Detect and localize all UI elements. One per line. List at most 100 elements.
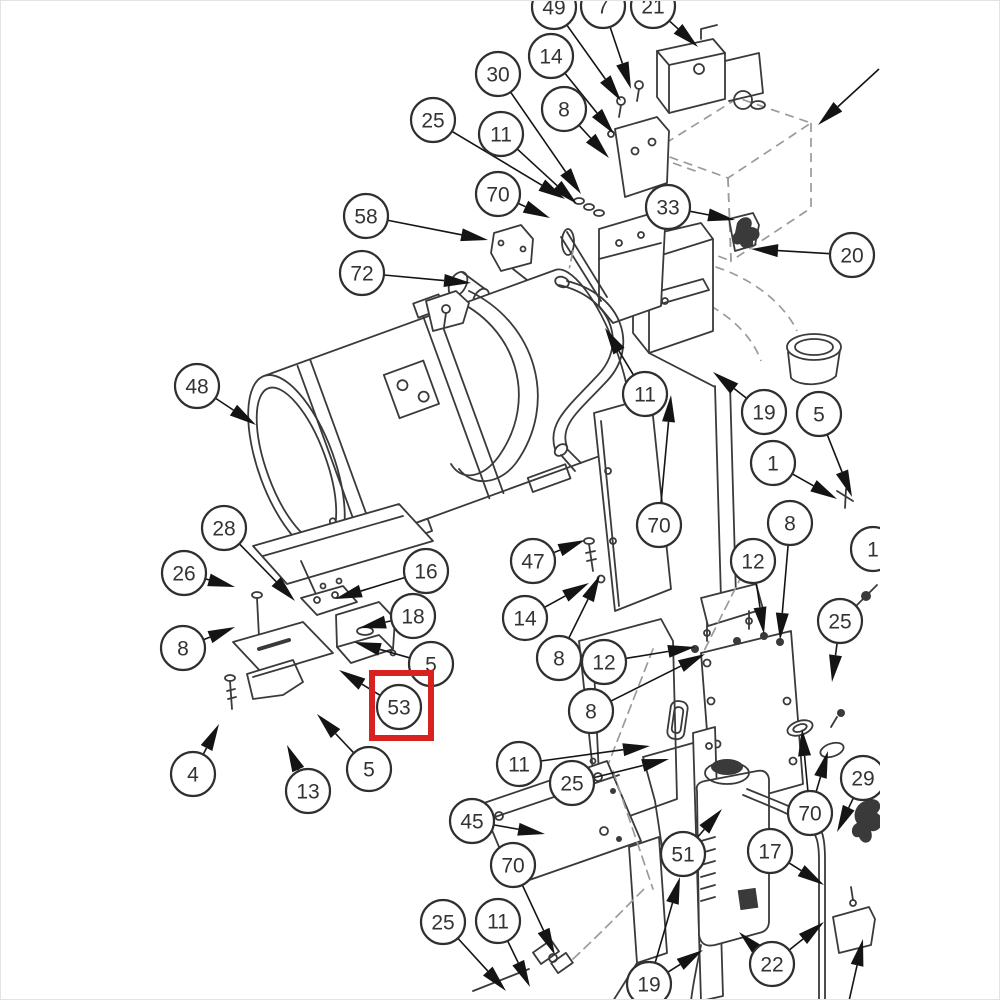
callout-number: 8 [784, 513, 796, 536]
callout-balloon-13: 13 [284, 767, 332, 815]
callout-balloon-4: 4 [169, 750, 217, 798]
leader-arrowhead-70 [537, 927, 555, 955]
leader-arrowhead-25 [829, 654, 842, 682]
heater-strap [425, 290, 539, 483]
leader-line-20 [777, 249, 831, 255]
leader-line-21 [668, 20, 679, 30]
leader-line-1 [791, 473, 814, 487]
callout-balloon-48: 48 [173, 362, 221, 410]
leader-arrowhead-70 [798, 729, 812, 757]
leader-arrowhead-5 [317, 714, 341, 739]
callout-balloon-11: 11 [477, 110, 525, 158]
leader-arrowhead-14 [562, 583, 589, 602]
leader-arrowhead-4 [200, 724, 219, 751]
leader-line-22 [788, 938, 804, 951]
leader-arrowhead-28 [271, 577, 295, 601]
callout-balloon-28: 28 [200, 504, 248, 552]
leader-arrowhead-8 [207, 627, 235, 644]
callout-balloon-58: 58 [342, 192, 390, 240]
callout-number: 11 [487, 911, 509, 934]
leader-line-28 [238, 543, 277, 583]
callout-number: 7 [597, 1, 609, 19]
callout-balloon-51: 51 [659, 830, 707, 878]
leader-arrowhead-58 [460, 228, 488, 242]
leader-arrowhead-45 [517, 822, 545, 836]
leader-line-16 [360, 576, 406, 592]
leader-arrowhead-25 [538, 179, 565, 199]
callout-number: 58 [354, 206, 377, 229]
callout-number: 8 [177, 638, 189, 661]
callout-balloon-8: 8 [540, 85, 588, 133]
leader-line-25 [834, 642, 838, 656]
leader-arrowhead-22 [798, 922, 824, 945]
leader-line-11 [540, 748, 624, 762]
leader-line-70 [815, 776, 822, 793]
leader-line-25 [451, 130, 543, 186]
leader-line-8 [781, 544, 789, 614]
callout-number: 70 [486, 184, 509, 207]
callout-number: 45 [460, 811, 483, 834]
diagram-artwork [224, 24, 880, 999]
callout-number: 5 [425, 654, 437, 677]
leader-arrowhead-7 [616, 61, 631, 89]
exhaust-pipe [668, 262, 842, 386]
clamp-block [490, 224, 555, 302]
leader-arrowhead-72 [443, 274, 471, 288]
callout-number: 4 [187, 764, 199, 787]
callout-number: 70 [647, 515, 670, 538]
leader-arrowhead-26 [207, 573, 235, 587]
callout-number: 72 [350, 263, 373, 286]
leader-arrowhead-8 [582, 575, 600, 603]
callout-number: 48 [185, 376, 208, 399]
callout-balloon-30: 30 [474, 50, 522, 98]
callout-number: 29 [851, 768, 874, 791]
callout-balloon-5: 5 [345, 745, 393, 793]
leader-line-8 [568, 598, 589, 639]
leader-arrowhead-11 [605, 328, 625, 355]
offscreen-leader-arrowhead-1 [850, 939, 864, 967]
offscreen-leader-0 [837, 68, 880, 108]
leader-line-8 [203, 636, 211, 641]
leader-arrowhead-8 [585, 133, 609, 158]
callout-balloon-11: 11 [621, 370, 669, 418]
callout-balloon-25: 25 [419, 898, 467, 946]
callout-number: 16 [414, 561, 437, 584]
callout-balloon-1: 1 [749, 439, 797, 487]
callout-number: 11 [508, 754, 530, 777]
callout-balloon-17: 17 [746, 827, 794, 875]
leader-arrowhead-19 [666, 877, 680, 905]
callout-number: 11 [490, 124, 512, 147]
callout-number: 18 [401, 606, 424, 629]
leader-arrowhead-17 [797, 865, 824, 885]
callout-number: 25 [828, 611, 851, 634]
callout-balloon-7: 7 [579, 1, 627, 30]
leader-arrowhead-20 [751, 244, 779, 258]
callout-balloon-29: 29 [839, 754, 880, 802]
callout-number: 33 [656, 197, 679, 220]
leader-line-11 [506, 940, 519, 964]
callout-number: 26 [172, 563, 195, 586]
callout-balloon-8: 8 [535, 634, 583, 682]
leader-line-8 [610, 665, 682, 702]
leader-line-19 [654, 902, 674, 964]
leader-line-70 [517, 202, 526, 208]
callout-balloon-26: 26 [160, 549, 208, 597]
offscreen-leader-arrowhead-0 [818, 101, 843, 125]
leader-arrowhead-13 [287, 745, 305, 773]
leader-arrowhead-47 [557, 540, 585, 557]
leader-arrowhead-70 [522, 200, 550, 218]
leader-line-58 [387, 219, 462, 236]
tank-relay-clip [728, 212, 760, 252]
leader-line-5 [826, 434, 843, 473]
leader-arrowhead-53 [339, 670, 366, 690]
leader-arrowhead-8 [775, 612, 789, 640]
leader-arrowhead-5 [354, 642, 382, 656]
callout-balloon-5: 5 [795, 390, 843, 438]
leader-line-19 [733, 388, 748, 400]
callout-number: 51 [671, 844, 694, 867]
callout-balloon-14: 14 [501, 594, 549, 642]
leader-arrowhead-30 [560, 168, 581, 194]
heater-cylinder [247, 268, 632, 557]
callout-number: 21 [641, 1, 664, 19]
